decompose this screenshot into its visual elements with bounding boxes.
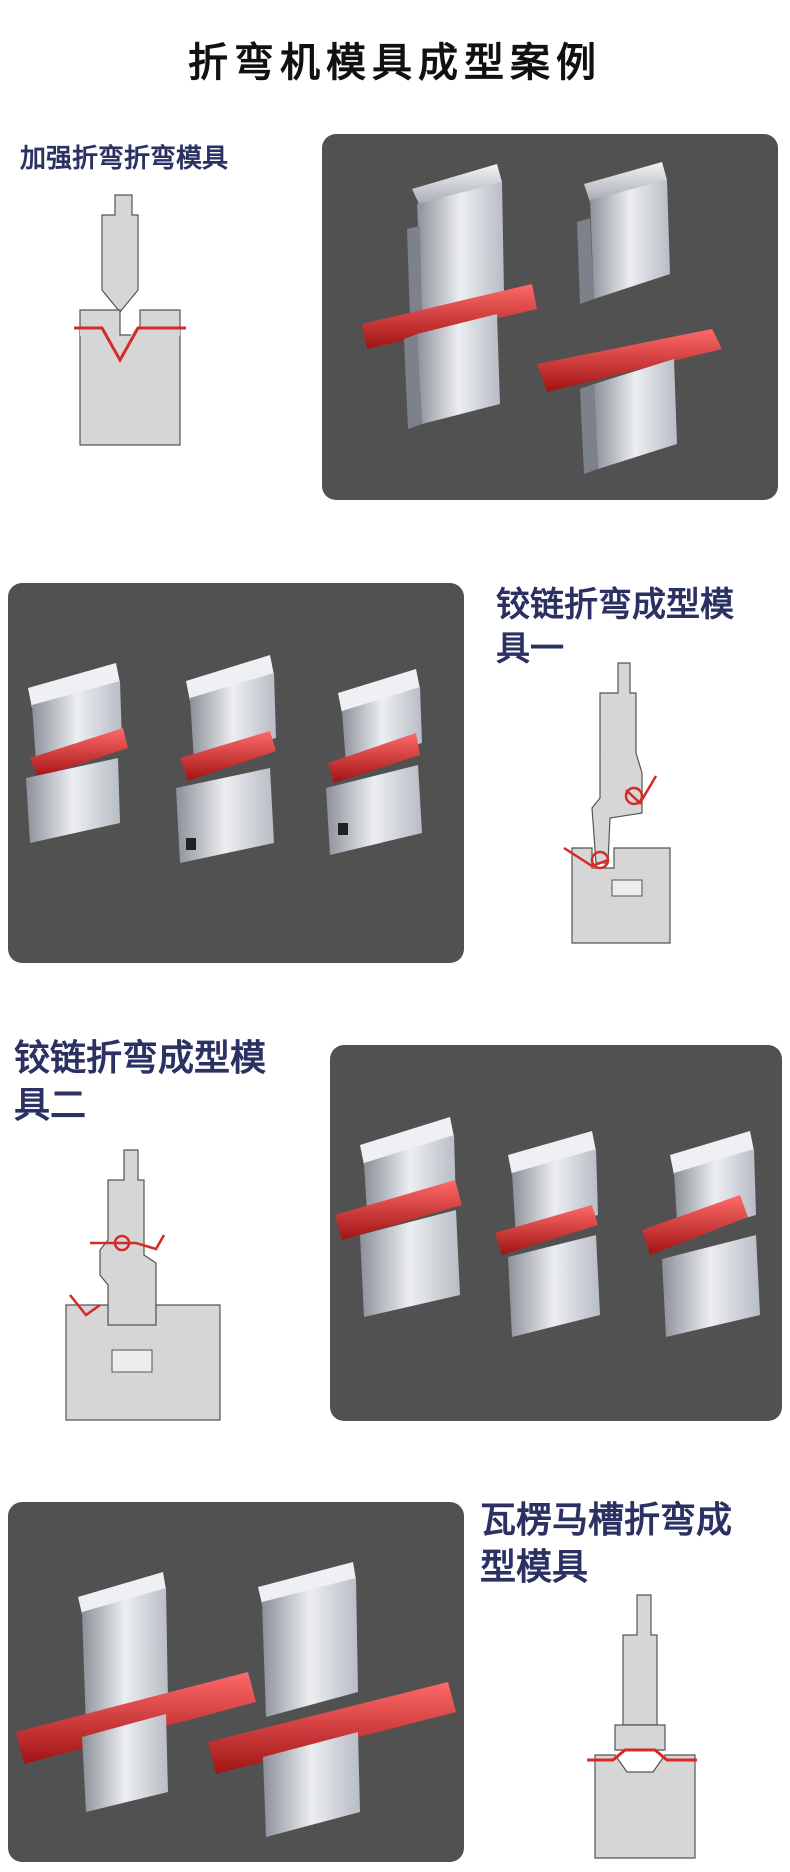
section-title-corrugated: 瓦楞马槽折弯成 型模具 xyxy=(480,1498,732,1592)
reinforced-photo xyxy=(322,134,778,500)
sheet-line-top xyxy=(90,1234,166,1251)
tool-left xyxy=(362,164,537,429)
tool-2 xyxy=(495,1131,600,1337)
tool-1 xyxy=(26,663,128,843)
tool-2 xyxy=(176,655,276,863)
corrugated-die-diagram xyxy=(585,1590,715,1862)
corrugated-photo xyxy=(8,1502,464,1862)
page-title: 折弯机模具成型案例 xyxy=(188,40,602,86)
tool-right xyxy=(537,162,722,474)
tool-left xyxy=(16,1572,256,1812)
section-title-text: 加强折弯折弯模具 xyxy=(20,144,229,174)
tool-right xyxy=(208,1562,456,1837)
section-title-line1: 瓦楞马槽折弯成 xyxy=(480,1500,733,1541)
section-title-reinforced: 加强折弯折弯模具 xyxy=(20,143,228,177)
reinforced-die-diagram xyxy=(60,190,200,450)
tool-3 xyxy=(642,1131,760,1337)
hinge-one-die-diagram xyxy=(560,658,690,948)
section-title-line2: 型模具 xyxy=(480,1546,589,1588)
die-shape xyxy=(594,1754,696,1859)
section-title-line1: 铰链折弯成型模 xyxy=(496,585,734,625)
sheet-line-bottom xyxy=(563,846,609,868)
sheet-line-top xyxy=(625,775,658,805)
section-title-line2: 具一 xyxy=(496,629,564,670)
tool-3 xyxy=(326,669,422,855)
hinge-one-photo xyxy=(8,583,464,963)
sheet-line xyxy=(587,1748,697,1762)
punch-shape xyxy=(591,662,643,864)
sheet-line xyxy=(74,326,186,364)
punch-shape xyxy=(101,194,139,313)
section-title-line1: 铰链折弯成型模 xyxy=(14,1038,267,1079)
die-shape xyxy=(79,309,181,446)
hinge-two-photo xyxy=(330,1045,782,1421)
section-title-line2: 具二 xyxy=(14,1084,87,1126)
punch-shape xyxy=(622,1594,658,1726)
section-title-hinge-one: 铰链折弯成型模 具一 xyxy=(496,583,734,671)
tool-1 xyxy=(335,1117,462,1317)
section-title-hinge-two: 铰链折弯成型模 具二 xyxy=(14,1036,266,1130)
hinge-two-die-diagram xyxy=(60,1145,230,1425)
sheet-line-bottom xyxy=(69,1294,101,1317)
